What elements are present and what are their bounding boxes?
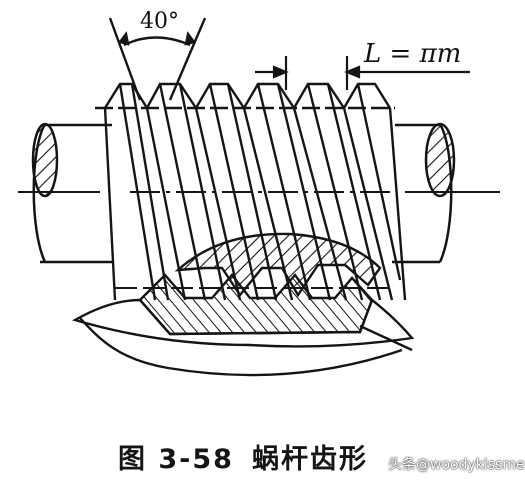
pitch-dimension	[255, 56, 470, 90]
shaft	[31, 122, 456, 264]
pitch-label: L = πm	[363, 39, 461, 69]
angle-indicator	[108, 17, 207, 101]
angle-label: 40°	[140, 9, 179, 34]
watermark: 头条@woodykissme	[388, 457, 525, 473]
figure-caption: 图 3-58 蜗杆齿形	[118, 437, 386, 476]
worm-wheel-section	[71, 232, 415, 377]
figure-title: 蜗杆齿形	[251, 444, 368, 475]
figure-number: 图 3-58	[118, 444, 234, 475]
